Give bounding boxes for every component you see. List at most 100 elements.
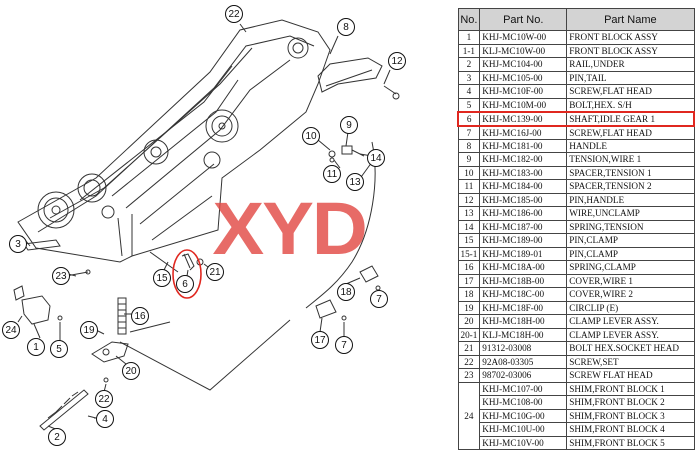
cell-part-name: WIRE,UNCLAMP	[566, 206, 695, 221]
callout-4: 4	[96, 410, 114, 428]
cell-part-name: SCREW,FLAT HEAD	[566, 84, 695, 99]
cell-part-no: 91312-03008	[479, 341, 568, 356]
cell-no: 10	[457, 165, 481, 180]
cell-part-name: FRONT BLOCK ASSY	[566, 43, 695, 58]
cell-no: 22	[457, 354, 481, 369]
cell-no: 2	[457, 57, 481, 72]
cell-part-no: KHJ-MC16J-00	[479, 125, 568, 140]
watermark: XYD	[212, 187, 368, 270]
cell-part-name: RAIL,UNDER	[566, 57, 695, 72]
callout-23: 23	[52, 267, 70, 285]
callout-6: 6	[176, 275, 194, 293]
callout-20: 20	[122, 362, 140, 380]
cell-part-name: SHIM,FRONT BLOCK 3	[566, 408, 695, 423]
callout-21: 21	[206, 263, 224, 281]
cell-part-name: SPACER,TENSION 2	[566, 179, 695, 194]
cell-part-no: KHJ-MC184-00	[479, 179, 568, 194]
cell-part-no: KHJ-MC10G-00	[479, 408, 568, 423]
gear-upper	[205, 109, 239, 143]
cell-part-no: KHJ-MC18C-00	[479, 287, 568, 302]
callout-11: 11	[323, 165, 341, 183]
cell-part-no: KHJ-MC186-00	[479, 206, 568, 221]
callout-10: 10	[302, 127, 320, 145]
cell-no: 15	[457, 233, 481, 248]
cell-part-name: PIN,CLAMP	[566, 233, 695, 248]
callout-8: 8	[337, 18, 355, 36]
cell-part-name: CLAMP LEVER ASSY.	[566, 327, 695, 342]
cell-no: 12	[457, 192, 481, 207]
header-part-no: Part No.	[479, 8, 568, 31]
cell-part-no: KHJ-MC10U-00	[479, 422, 568, 437]
cell-no: 17	[457, 273, 481, 288]
cell-no: 4	[457, 84, 481, 99]
under-rail	[39, 389, 89, 431]
cell-part-name: SCREW FLAT HEAD	[566, 368, 695, 383]
cell-part-no: KHJ-MC18B-00	[479, 273, 568, 288]
callout-7-lower: 7	[335, 336, 353, 354]
unclamp-wire	[305, 141, 376, 309]
cell-part-name: SPRING,CLAMP	[566, 260, 695, 275]
callout-13: 13	[346, 173, 364, 191]
callout-22: 22	[225, 5, 243, 23]
callout-12: 12	[388, 52, 406, 70]
gear-small	[143, 139, 169, 165]
cell-part-no: KHJ-MC139-00	[479, 110, 568, 127]
cell-part-name: PIN,HANDLE	[566, 192, 695, 207]
cell-part-name: SHIM,FRONT BLOCK 4	[566, 422, 695, 437]
cell-no: 14	[457, 219, 481, 234]
highlight-circle	[172, 249, 202, 299]
callout-3: 3	[9, 235, 27, 253]
cell-no: 3	[457, 70, 481, 85]
table-header-row: No. Part No. Part Name	[457, 8, 695, 31]
cell-part-no: KHJ-MC181-00	[479, 138, 568, 153]
cell-part-name: SHAFT,IDLE GEAR 1	[566, 110, 696, 127]
callout-22-lower: 22	[95, 390, 113, 408]
cell-part-no: KHJ-MC183-00	[479, 165, 568, 180]
cell-part-no: 98702-03006	[479, 368, 568, 383]
cell-part-no: KHJ-MC10W-00	[479, 30, 568, 45]
cell-part-no: KHJ-MC18H-00	[479, 314, 568, 329]
callout-15: 15	[153, 269, 171, 287]
cell-part-no: 92A08-03305	[479, 354, 568, 369]
cell-part-name: SPRING,TENSION	[566, 219, 695, 234]
cell-part-name: SHIM,FRONT BLOCK 2	[566, 395, 695, 410]
callout-16: 16	[131, 307, 149, 325]
cell-no: 9	[457, 152, 481, 167]
cell-part-name: SCREW,SET	[566, 354, 695, 369]
gear-large-left	[37, 191, 75, 229]
cell-part-no: KHJ-MC10V-00	[479, 435, 568, 450]
callout-7-upper: 7	[370, 290, 388, 308]
callout-2: 2	[48, 428, 66, 446]
gear-mid	[77, 173, 107, 203]
cell-no: 24	[457, 381, 481, 450]
cell-no: 6	[457, 110, 481, 127]
callout-24: 24	[2, 321, 20, 339]
cell-part-name: CIRCLIP (E)	[566, 300, 695, 315]
cell-part-name: HANDLE	[566, 138, 695, 153]
cell-part-no: KHJ-MC10F-00	[479, 84, 568, 99]
cell-part-no: KLJ-MC18H-00	[479, 327, 568, 342]
cell-part-name: BOLT HEX.SOCKET HEAD	[566, 341, 695, 356]
cell-no: 21	[457, 341, 481, 356]
cell-part-no: KHJ-MC187-00	[479, 219, 568, 234]
